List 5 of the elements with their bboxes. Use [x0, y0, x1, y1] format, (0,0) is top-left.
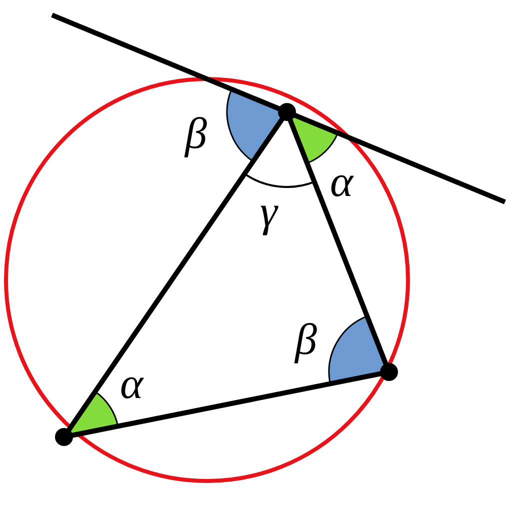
angle-label: β: [295, 318, 317, 362]
angle-label: α: [330, 160, 354, 204]
angle-label: α: [120, 362, 144, 406]
angle-label: β: [185, 112, 207, 156]
angle-label: γ: [260, 190, 278, 234]
